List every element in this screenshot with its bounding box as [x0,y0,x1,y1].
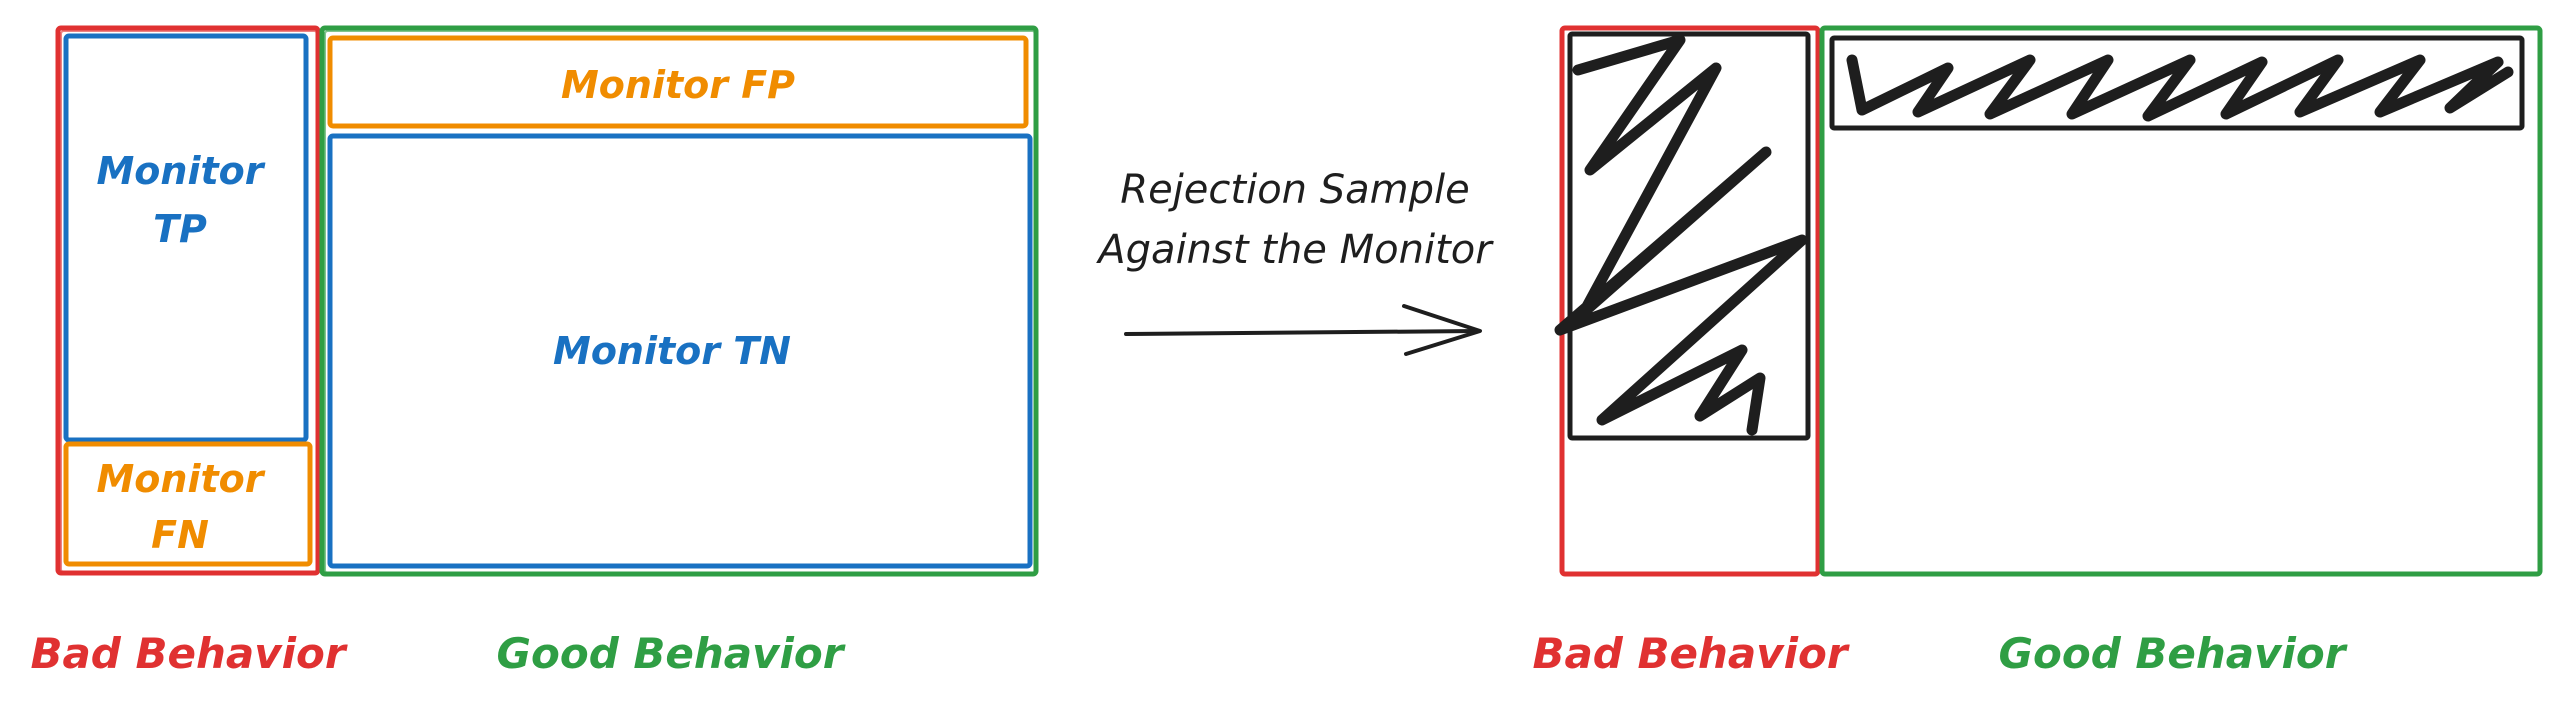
left-good-behavior-region [319,25,1039,577]
monitor-fn-label-line2: FN [151,513,209,557]
monitor-tp-label-line2: TP [153,207,207,251]
left-bad-behavior-region-sketch [60,30,318,573]
rejected-fp-scribble [1846,54,2514,122]
right-good-behavior-label: Good Behavior [1999,629,2348,678]
right-bad-behavior-label: Bad Behavior [1532,629,1849,678]
monitor-fn-box [63,441,313,567]
monitor-fn-label-line1: Monitor [96,457,265,501]
left-good-behavior-region-sketch [324,30,1036,574]
monitor-tp-box [63,33,309,443]
arrow-head-icon [1402,304,1482,356]
monitor-fp-box [327,35,1029,129]
rejected-tp-box [1567,31,1811,441]
rejected-tp-scribble [1554,34,1808,436]
monitor-tn-label: Monitor TN [553,329,791,373]
arrow-caption-line1: Rejection Sample [1120,167,1469,213]
right-bad-behavior-region [1559,25,1821,577]
monitor-tp-label-line1: Monitor [96,149,265,193]
transformation-arrow-group: Rejection Sample Against the Monitor [1095,167,1494,356]
left-bad-behavior-label: Bad Behavior [30,629,347,678]
arrow-shaft [1124,329,1480,336]
right-diagram: Bad Behavior Good Behavior [1532,25,2543,678]
arrow-caption-line2: Against the Monitor [1095,227,1494,273]
rejected-fp-box [1829,35,2525,131]
right-good-behavior-region [1819,25,2543,577]
monitor-fp-label: Monitor FP [561,63,795,107]
left-good-behavior-label: Good Behavior [497,629,846,678]
monitor-tn-box [327,133,1033,569]
left-diagram: Monitor TP Monitor FN Monitor FP Monitor… [30,25,1039,678]
